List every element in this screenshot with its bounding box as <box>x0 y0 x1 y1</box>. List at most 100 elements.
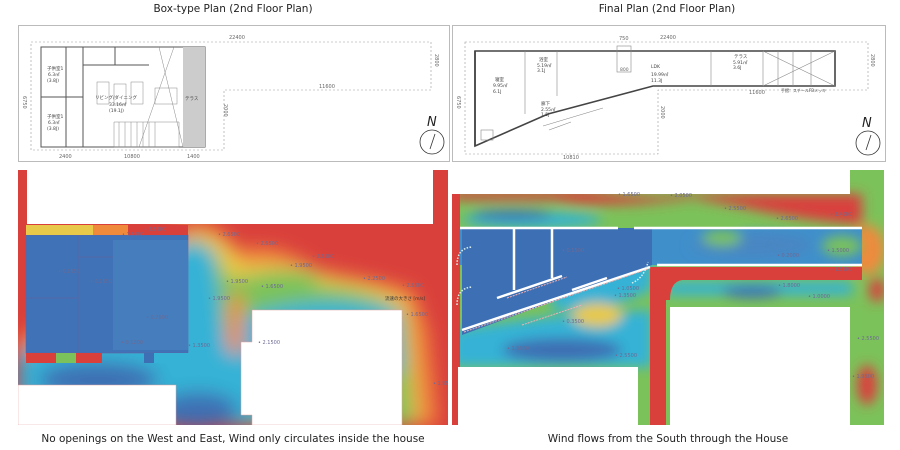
neighbor-building-southwest <box>18 384 177 425</box>
dim-total: 22400 <box>660 35 676 41</box>
room-area: 19.99㎡ <box>651 71 669 78</box>
velocity-probe-label: • 2.6500 <box>402 283 424 289</box>
room-name: LDK <box>651 64 661 70</box>
dim-inner: 800 <box>620 67 629 73</box>
velocity-probe-label: • 1.9500 <box>290 263 312 269</box>
room-name: テラス <box>185 96 199 102</box>
velocity-probe-label: • 1.0500 <box>617 286 639 292</box>
room-name: 子供室1 <box>47 65 63 72</box>
room-name: リビング/ダイニング <box>95 94 138 101</box>
svg-text:N: N <box>862 116 872 131</box>
room-tatami: 1.5J <box>541 112 549 118</box>
legend-label: 流速の大きさ [m/s] <box>385 295 425 302</box>
room-name: テラス <box>734 54 748 60</box>
room-tatami: 6.1J <box>493 89 501 95</box>
velocity-probe-label: • 1.9500 <box>852 374 874 380</box>
room-tatami: (3.8J) <box>47 126 59 132</box>
velocity-probe-label: • 2.2500 <box>363 276 385 282</box>
velocity-probe-label: • 0.2000 <box>777 253 799 259</box>
neighbor-building-north <box>27 170 433 224</box>
room-tatami: 11.3J <box>651 78 662 84</box>
room-area: 9.95㎡ <box>493 82 508 89</box>
north-arrow-icon: N <box>855 116 881 156</box>
velocity-probe-label: • 2.6500 <box>218 232 240 238</box>
railing-note: 手摺：スチールFBメッキ <box>781 87 826 93</box>
velocity-probe-label: • 2.1500 <box>258 340 280 346</box>
velocity-probe-label: • 1.6500 <box>261 284 283 290</box>
dim-right: 11600 <box>749 90 765 96</box>
right-title: Final Plan (2nd Floor Plan) <box>598 3 736 15</box>
velocity-probe-label: • 3.4000 <box>830 212 852 218</box>
velocity-probe-label: • 1.8000 <box>778 283 800 289</box>
room-area: 6.3㎡ <box>48 71 60 78</box>
dim-height: 6750 <box>21 96 27 109</box>
velocity-probe-label: • 0.7500 <box>146 315 168 321</box>
velocity-probe-label: • 2.5500 <box>615 353 637 359</box>
box-plan-drawing: 22400 11600 2400 10800 1400 6750 2000 28… <box>18 25 450 162</box>
velocity-probe-label: • 0.1550 <box>58 269 80 275</box>
room-area: 33.16㎡ <box>109 101 127 108</box>
velocity-probe-label: • 0.1200 <box>121 340 143 346</box>
velocity-probe-label: • 0.1550 <box>90 279 112 285</box>
room-name: 寝室 <box>495 76 504 83</box>
box-plan-wind-simulation: • 2.6500• 1.6500• 2.6500• 2.6500• 2.6500… <box>18 170 448 425</box>
terrace-deck <box>183 47 205 147</box>
velocity-probe-label: • 2.6500 <box>256 241 278 247</box>
dim-top: 750 <box>619 36 629 42</box>
velocity-probe-label: • 1.5000 <box>507 346 529 352</box>
dim-bottom-b: 10800 <box>124 154 140 160</box>
dim-side: 2000 <box>659 106 665 119</box>
velocity-probe-label: • 2.5500 <box>857 336 879 342</box>
velocity-probe-label: • 1.3500 <box>188 343 210 349</box>
room-tatami: 3.1J <box>537 68 545 74</box>
room-name: 浴室 <box>539 56 548 63</box>
velocity-probe-label: • 0.3500 <box>562 319 584 325</box>
velocity-probe-label: • 1.6500 <box>406 312 428 318</box>
velocity-probe-label: • 1.5500 <box>830 267 852 273</box>
room-name: 廊下 <box>541 100 550 107</box>
velocity-probe-label: • 1.9500 <box>208 296 230 302</box>
dim-bottom-a: 2400 <box>59 154 72 160</box>
velocity-probe-label: • 2.0500 <box>670 193 692 199</box>
velocity-probe-label: • 1.3500 <box>614 293 636 299</box>
velocity-probe-label: • 1.9500 <box>226 279 248 285</box>
velocity-probe-label: • 2.5500 <box>724 206 746 212</box>
wind-flow-arrow-icon <box>456 246 649 306</box>
dim-right: 11600 <box>319 84 335 90</box>
neighbor-building-southeast <box>670 307 850 425</box>
dim-bottom: 10810 <box>563 155 579 161</box>
velocity-probe-label: • 1.6500 <box>122 232 144 238</box>
room-area: 5.91㎡ <box>733 59 748 66</box>
neighbor-building-southwest <box>458 367 638 425</box>
room-tatami: (3.8J) <box>47 78 59 84</box>
velocity-probe-label: • 1.5000 <box>827 248 849 254</box>
dim-side2: 2800 <box>869 54 875 67</box>
dim-total: 22400 <box>229 35 245 41</box>
room-name: 子供室1 <box>47 113 63 120</box>
svg-text:N: N <box>427 115 437 130</box>
final-plan-drawing: 22400 750 800 11600 10810 6750 2000 2800… <box>452 25 886 162</box>
north-arrow-icon: N <box>419 115 445 155</box>
velocity-probe-label: • 0.1500 <box>562 248 584 254</box>
room-tatami: 3.6J <box>733 65 741 71</box>
right-caption: Wind flows from the South through the Ho… <box>547 433 789 445</box>
neighbor-building-north <box>452 170 850 194</box>
velocity-probe-label: • 2.6500 <box>776 216 798 222</box>
neighbor-building-southeast <box>240 309 403 425</box>
left-title: Box-type Plan (2nd Floor Plan) <box>153 3 313 15</box>
left-caption: No openings on the West and East, Wind o… <box>41 433 425 445</box>
velocity-probe-label: • 2.6500 <box>144 227 166 233</box>
velocity-probe-label: • 1.6500 <box>618 192 640 198</box>
dim-side: 2000 <box>222 104 228 117</box>
velocity-probe-label: • 1.5500 <box>433 381 448 387</box>
room-area: 5.19㎡ <box>537 62 552 69</box>
final-plan-wind-simulation: • 1.6500 • 2.0500 • 2.5500 • 2.6500 • 3.4000… <box>452 170 884 425</box>
room-area: 2.55㎡ <box>541 106 556 113</box>
room-tatami: (19.1J) <box>109 108 124 114</box>
velocity-probe-label: • 2.6500 <box>312 254 334 260</box>
room-area: 6.3㎡ <box>48 119 60 126</box>
dim-height: 6750 <box>455 96 461 109</box>
velocity-probe-label: • 1.0000 <box>808 294 830 300</box>
dim-side2: 2800 <box>433 54 439 67</box>
dim-bottom-c: 1400 <box>187 154 200 160</box>
